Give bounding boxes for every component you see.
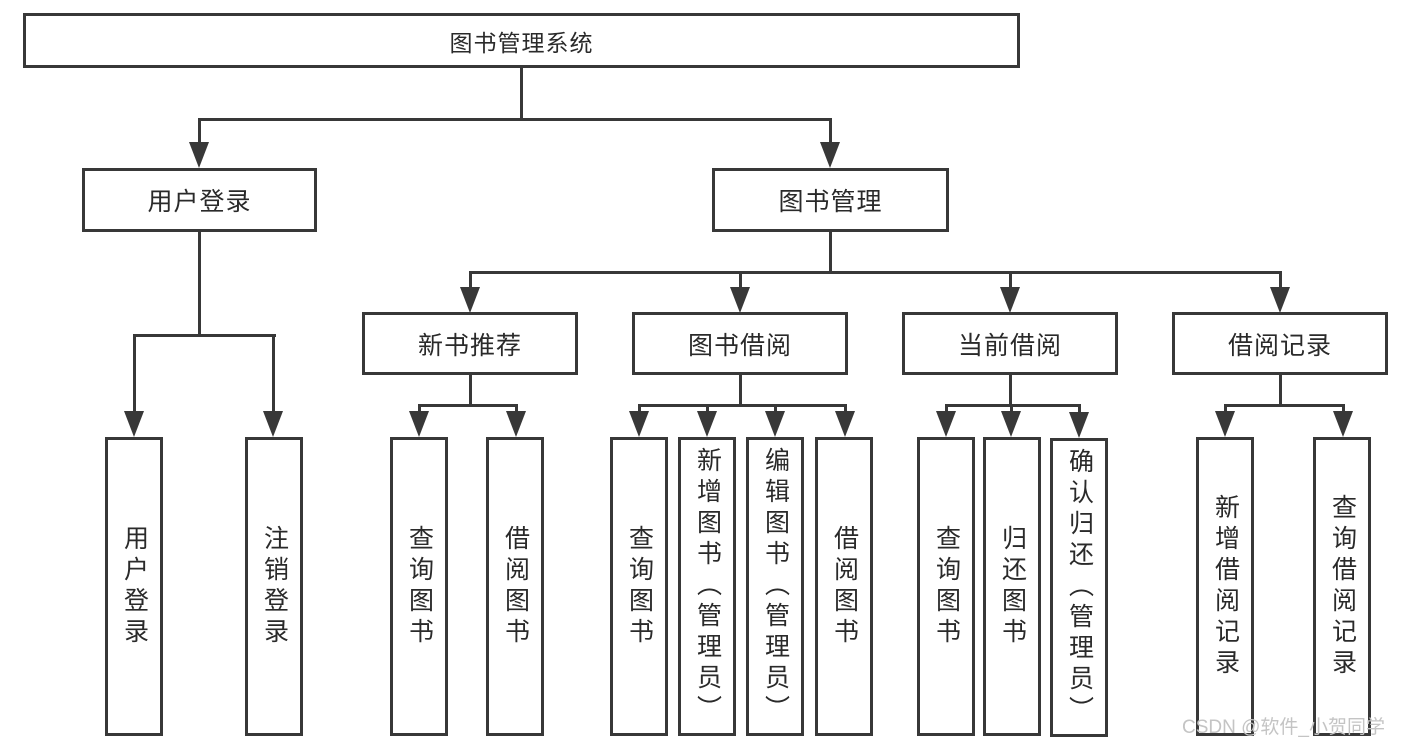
connector-drop-leaf [133, 334, 136, 413]
node-label: 用户登录 [147, 188, 252, 216]
arrow-down-icon [730, 287, 750, 313]
node-leaf-query-books-borrow: 查询图书 [610, 437, 668, 736]
connector-book-borrow-stem [739, 375, 742, 407]
arrow-down-icon [124, 411, 144, 437]
node-label: 图书借阅 [687, 331, 792, 360]
node-label: 查询图书 [405, 524, 434, 649]
node-label: 查询借阅记录 [1328, 493, 1357, 680]
connector-new-book-branch [418, 404, 518, 407]
node-label: 用户登录 [120, 524, 149, 649]
arrow-down-icon [629, 411, 649, 437]
node-label: 当前借阅 [957, 331, 1062, 360]
connector-drop-leaf [774, 404, 777, 414]
csdn-watermark: CSDN @软件_小贺同学 [1182, 717, 1385, 738]
arrow-down-icon [1270, 287, 1290, 313]
node-leaf-borrow-books-recommend: 借阅图书 [486, 437, 544, 736]
node-leaf-query-borrow-record: 查询借阅记录 [1313, 437, 1371, 736]
node-user-login: 用户登录 [82, 168, 317, 232]
connector-drop-book-management [829, 118, 832, 146]
connector-new-book-stem [469, 375, 472, 407]
node-borrow-records: 借阅记录 [1172, 312, 1388, 375]
node-label: 注销登录 [260, 524, 289, 649]
arrow-down-icon [460, 287, 480, 313]
node-label: 编辑图书（管理员） [761, 447, 790, 726]
node-leaf-query-books-current: 查询图书 [917, 437, 975, 736]
node-leaf-user-login: 用户登录 [105, 437, 163, 736]
connector-drop-book-borrow [739, 271, 742, 291]
connector-drop-leaf [638, 404, 641, 414]
node-label: 归还图书 [998, 524, 1027, 649]
node-leaf-confirm-return-admin: 确认归还（管理员） [1050, 438, 1108, 737]
arrow-down-icon [1001, 411, 1021, 437]
arrow-down-icon [820, 142, 840, 168]
node-leaf-return-books: 归还图书 [983, 437, 1041, 736]
connector-drop-leaf [515, 404, 518, 414]
arrow-down-icon [263, 411, 283, 437]
connector-user-login-branch [133, 334, 276, 337]
node-label: 查询图书 [625, 524, 654, 649]
connector-drop-leaf [844, 404, 847, 414]
connector-drop-borrow-records [1279, 271, 1282, 291]
node-leaf-logout-login: 注销登录 [245, 437, 303, 736]
arrow-down-icon [765, 411, 785, 437]
arrow-down-icon [1000, 287, 1020, 313]
arrow-down-icon [697, 411, 717, 437]
node-book-management: 图书管理 [712, 168, 949, 232]
connector-drop-user-login [198, 118, 201, 146]
arrow-down-icon [1069, 412, 1089, 438]
connector-book-management-branch [469, 271, 1282, 274]
node-label: 新增图书（管理员） [693, 447, 722, 726]
node-label: 图书管理系统 [449, 29, 594, 56]
connector-drop-new-book [469, 271, 472, 291]
connector-book-borrow-branch [638, 404, 847, 407]
connector-book-management-stem [829, 232, 832, 274]
connector-drop-leaf [272, 334, 275, 413]
node-leaf-add-borrow-record: 新增借阅记录 [1196, 437, 1254, 736]
node-new-book-recommend: 新书推荐 [362, 312, 578, 375]
arrow-down-icon [189, 142, 209, 168]
node-leaf-borrow-books: 借阅图书 [815, 437, 873, 736]
node-label: 借阅图书 [501, 524, 530, 649]
node-leaf-query-books-recommend: 查询图书 [390, 437, 448, 736]
node-label: 确认归还（管理员） [1065, 448, 1094, 727]
node-leaf-edit-books-admin: 编辑图书（管理员） [746, 437, 804, 736]
arrow-down-icon [936, 411, 956, 437]
node-label: 新增借阅记录 [1211, 493, 1240, 680]
arrow-down-icon [835, 411, 855, 437]
node-root-system: 图书管理系统 [23, 13, 1020, 68]
arrow-down-icon [1333, 411, 1353, 437]
connector-drop-leaf [1010, 404, 1013, 414]
node-book-borrow: 图书借阅 [632, 312, 848, 375]
node-label: 借阅记录 [1227, 331, 1332, 360]
node-current-borrow: 当前借阅 [902, 312, 1118, 375]
connector-root-branch [198, 118, 832, 121]
arrow-down-icon [506, 411, 526, 437]
connector-drop-leaf [1224, 404, 1227, 414]
connector-drop-leaf [706, 404, 709, 414]
connector-drop-leaf [945, 404, 948, 414]
connector-drop-leaf [1078, 404, 1081, 415]
connector-borrow-records-stem [1279, 375, 1282, 407]
node-leaf-add-books-admin: 新增图书（管理员） [678, 437, 736, 736]
arrow-down-icon [1215, 411, 1235, 437]
node-label: 图书管理 [778, 188, 883, 216]
connector-user-login-stem [198, 232, 201, 336]
connector-drop-leaf [418, 404, 421, 414]
node-label: 查询图书 [932, 524, 961, 649]
connector-drop-current-borrow [1009, 271, 1012, 291]
connector-root-stem [520, 68, 523, 120]
node-label: 借阅图书 [830, 524, 859, 649]
connector-drop-leaf [1342, 404, 1345, 414]
connector-current-borrow-stem [1009, 375, 1012, 407]
connector-current-borrow-branch [945, 404, 1081, 407]
arrow-down-icon [409, 411, 429, 437]
connector-borrow-records-branch [1224, 404, 1345, 407]
node-label: 新书推荐 [417, 331, 522, 360]
